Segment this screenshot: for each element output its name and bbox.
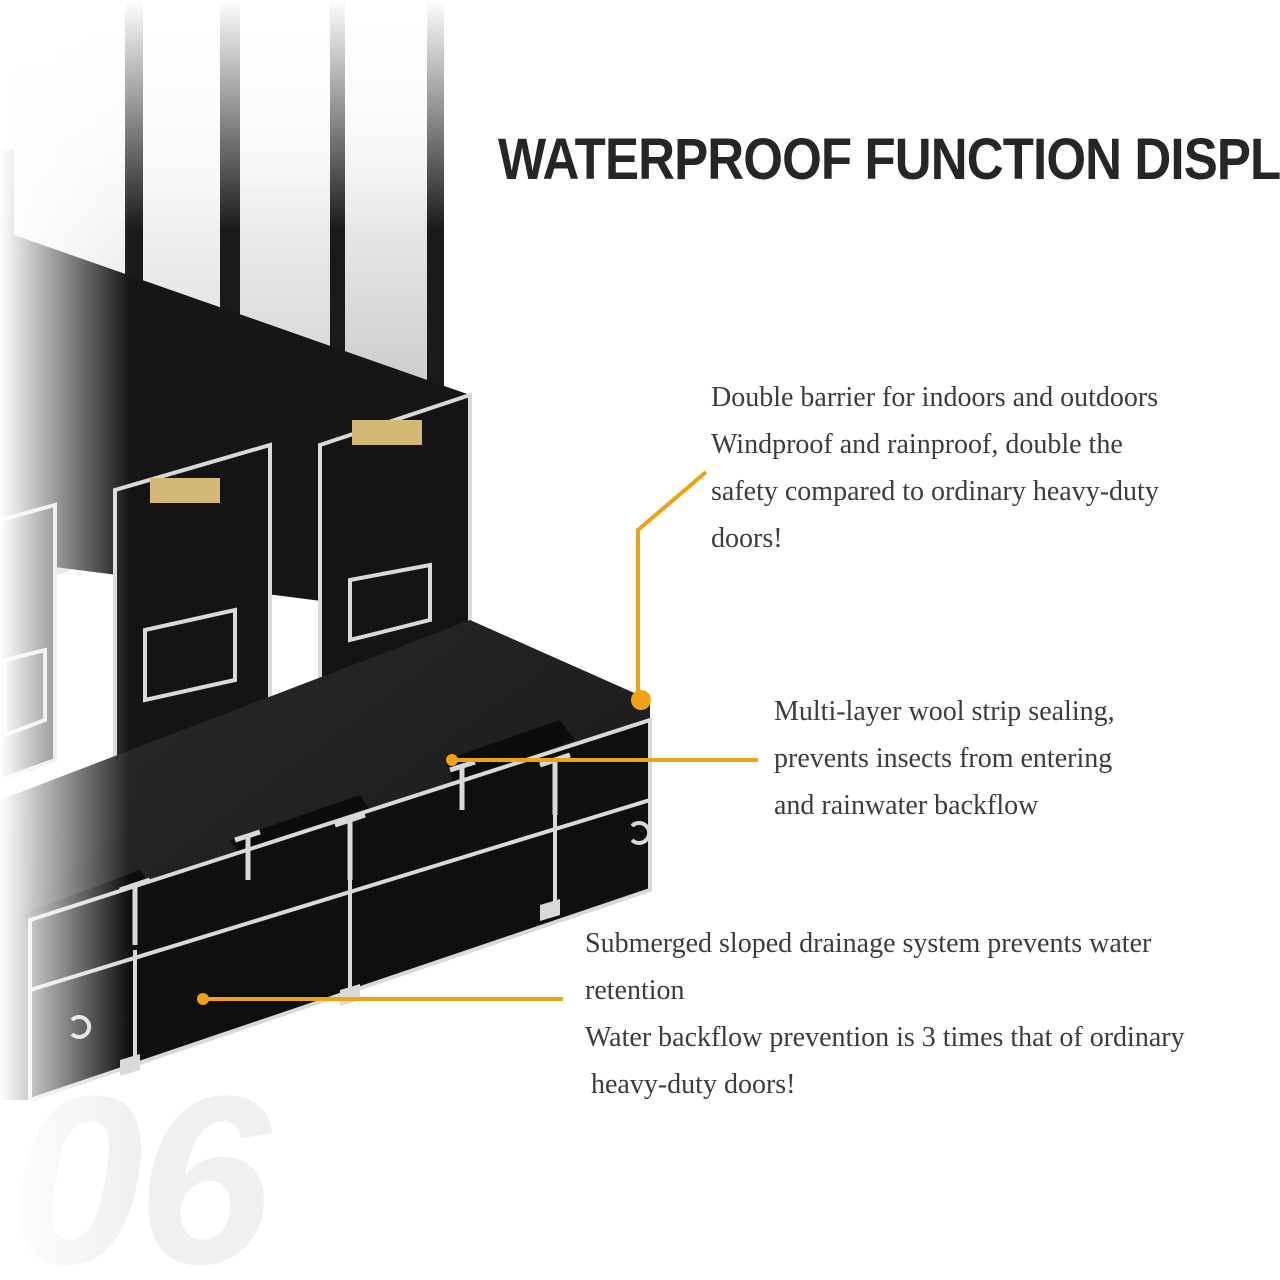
- callout-line: Windproof and rainproof, double the: [711, 429, 1123, 460]
- page-title: WATERPROOF FUNCTION DISPLAY: [498, 127, 1280, 192]
- callout-line: Multi-layer wool strip sealing,: [774, 696, 1115, 727]
- callout-line: Submerged sloped drainage system prevent…: [585, 928, 1152, 959]
- callout-line: retention: [585, 975, 685, 1006]
- gasket-foam: [150, 478, 220, 503]
- callout-line: doors!: [711, 523, 783, 554]
- leader-line-1: [636, 470, 708, 700]
- callout-wool-strip-sealing: Multi-layer wool strip sealing, prevents…: [774, 688, 1115, 829]
- callout-line: safety compared to ordinary heavy-duty: [711, 476, 1159, 507]
- callout-drainage-system: Submerged sloped drainage system prevent…: [585, 920, 1185, 1108]
- leader-dot-3: [197, 993, 209, 1005]
- callout-line: and rainwater backflow: [774, 790, 1039, 821]
- callout-line: Double barrier for indoors and outdoors: [711, 382, 1159, 413]
- callout-double-barrier: Double barrier for indoors and outdoors …: [711, 374, 1159, 562]
- leader-dot-1: [631, 690, 651, 710]
- leader-dot-2: [446, 754, 458, 766]
- callout-leaders: [197, 470, 758, 1005]
- callout-line: heavy-duty doors!: [591, 1069, 796, 1100]
- callout-line: Water backflow prevention is 3 times tha…: [585, 1022, 1185, 1053]
- base-track: [0, 620, 652, 1103]
- callout-line: prevents insects from entering: [774, 743, 1113, 774]
- gasket-foam: [352, 420, 422, 445]
